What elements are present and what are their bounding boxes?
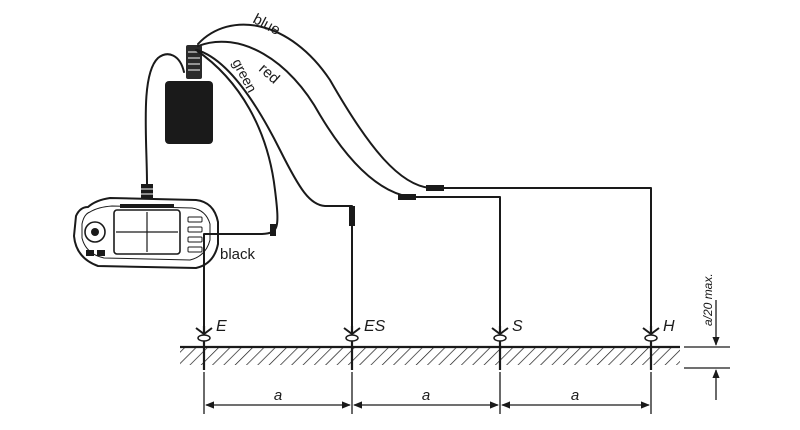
adapter-cable xyxy=(144,53,185,185)
terminal-label-es: ES xyxy=(364,318,386,335)
spike-clip-icon xyxy=(195,327,213,336)
spike-clip-icon xyxy=(343,327,361,336)
instrument-connector xyxy=(141,184,153,199)
terminal-label-h: H xyxy=(663,318,675,335)
spacing-dimension: a a a xyxy=(203,372,652,414)
depth-label: a/20 max. xyxy=(701,273,715,326)
cable-adapter xyxy=(165,45,213,144)
test-instrument xyxy=(72,184,219,270)
instrument-button xyxy=(187,226,203,233)
spike-s xyxy=(491,326,509,370)
terminal-label-e: E xyxy=(216,318,227,335)
adapter-box xyxy=(165,81,213,144)
instrument-button xyxy=(187,246,203,253)
green-cable xyxy=(196,49,353,327)
label-black: black xyxy=(220,246,256,263)
instrument-button xyxy=(187,236,203,243)
label-blue: blue xyxy=(250,11,283,39)
display-top-bar xyxy=(120,204,174,208)
spacing-label-3: a xyxy=(571,387,579,404)
spacing-label-1: a xyxy=(274,387,282,404)
depth-dimension: a/20 max. xyxy=(684,273,730,400)
spike-h xyxy=(642,326,660,370)
red-cable-connector xyxy=(398,194,416,200)
blue-cable-connector xyxy=(426,185,444,191)
blue-cable xyxy=(197,23,652,327)
spike-e xyxy=(195,326,213,370)
instrument-key xyxy=(86,250,94,256)
terminal-label-s: S xyxy=(512,318,523,335)
ground-hatching xyxy=(180,347,680,365)
instrument-button xyxy=(187,216,203,223)
spike-clip-icon xyxy=(491,327,509,336)
red-cable xyxy=(197,40,501,327)
ground xyxy=(180,345,680,365)
black-cable-connector xyxy=(270,224,276,236)
rotary-selector-center xyxy=(91,228,99,236)
label-green: green xyxy=(229,56,260,95)
spike-es xyxy=(343,326,361,370)
spike-clip-icon xyxy=(642,327,660,336)
instrument-key xyxy=(97,250,105,256)
green-cable-connector xyxy=(349,206,355,226)
spacing-label-2: a xyxy=(422,387,430,404)
